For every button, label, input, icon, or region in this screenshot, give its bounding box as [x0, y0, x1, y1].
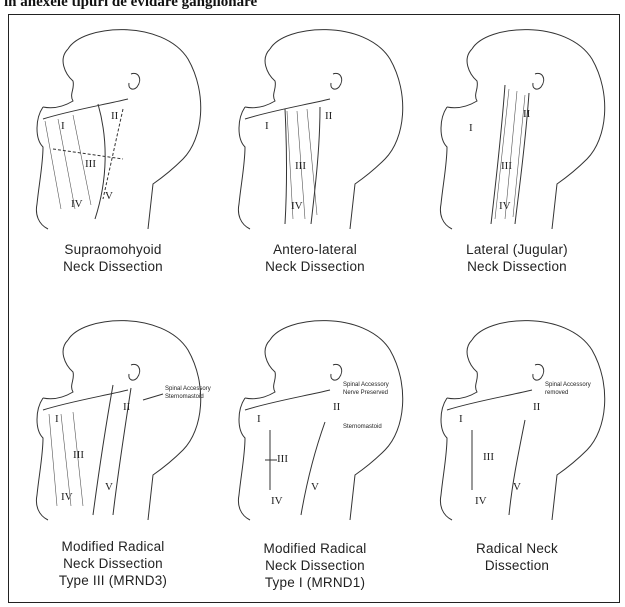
- panel-caption: Supraomohyoid Neck Dissection: [13, 241, 213, 275]
- panel-caption: Lateral (Jugular) Neck Dissection: [417, 241, 617, 275]
- head-neck-diagram: [417, 19, 617, 239]
- panel-supraomohyoid: I II III IV V Supraomohyoid Neck Dissect…: [13, 19, 213, 309]
- panel-caption: Modified Radical Neck Dissection Type I …: [215, 540, 415, 591]
- page-heading: in anexele tipuri de evidare ganglionare: [4, 0, 624, 14]
- head-neck-diagram: [417, 310, 617, 530]
- head-neck-diagram: [215, 19, 415, 239]
- panel-caption: Radical Neck Dissection: [417, 540, 617, 574]
- head-neck-diagram: [13, 19, 213, 239]
- neck-dissection-figure: I II III IV V Supraomohyoid Neck Dissect…: [8, 14, 620, 603]
- panel-antero-lateral: I II III IV Antero-lateral Neck Dissecti…: [215, 19, 415, 309]
- panel-radical: I II III IV V Spinal Accessory removed R…: [417, 310, 617, 600]
- panel-lateral-jugular: I II III IV Lateral (Jugular) Neck Disse…: [417, 19, 617, 309]
- panel-mrnd1: I II III IV V Spinal Accessory Nerve Pre…: [215, 310, 415, 600]
- head-neck-diagram: [215, 310, 415, 530]
- head-neck-diagram: [13, 310, 213, 530]
- panel-mrnd3: I II III IV V Spinal Accessory Sternomas…: [13, 310, 213, 600]
- panel-caption: Antero-lateral Neck Dissection: [215, 241, 415, 275]
- panel-caption: Modified Radical Neck Dissection Type II…: [13, 538, 213, 589]
